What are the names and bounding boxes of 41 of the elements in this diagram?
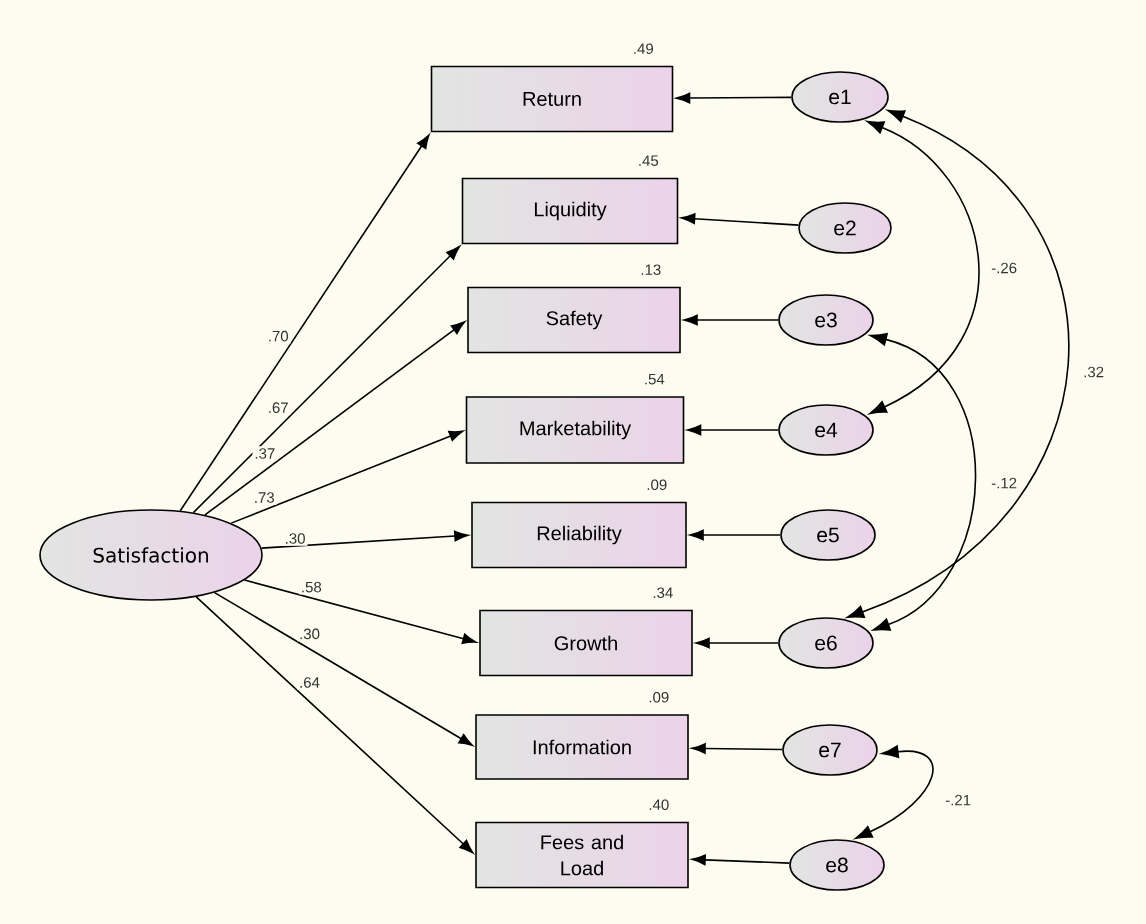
path-arrow (687, 424, 779, 436)
path-arrow (691, 743, 783, 754)
path-arrow (681, 213, 800, 226)
path-arrow (689, 529, 781, 541)
observed-variable-box: Growth (479, 609, 693, 677)
observed-variable-box: Safety (467, 286, 681, 354)
observed-variable-box: Return (430, 65, 674, 133)
path-arrow (676, 92, 792, 104)
path-arrow (243, 579, 477, 645)
path-arrow (204, 321, 466, 516)
edge-label: .30 (282, 531, 308, 546)
path-arrow (179, 134, 430, 512)
path-arrow (213, 591, 473, 747)
edge-label: .67 (265, 400, 291, 415)
observed-variable-box: Fees and Load (475, 821, 689, 889)
squared-correlation: .09 (647, 479, 667, 490)
observed-variable-box: Reliability (471, 501, 687, 569)
squared-correlation: .34 (653, 587, 673, 598)
covariance-arrow (866, 120, 980, 415)
observed-variable-box: Marketability (465, 396, 685, 464)
observed-variable-box: Information (475, 714, 689, 780)
path-arrow (691, 854, 791, 866)
squared-correlation: .45 (639, 155, 659, 166)
edge-label: .64 (297, 675, 322, 690)
path-arrow (683, 314, 779, 326)
squared-correlation: .09 (649, 691, 669, 703)
squared-correlation: .13 (641, 264, 661, 275)
squared-correlation: .54 (645, 373, 665, 385)
path-arrow (695, 637, 779, 649)
covariance-arrow (846, 109, 1069, 619)
covariance-arrow (855, 745, 934, 840)
squared-correlation: .40 (649, 799, 669, 810)
path-arrow (260, 530, 469, 549)
edge-label: .37 (252, 446, 278, 461)
path-arrow (230, 430, 464, 524)
covariance-arrow (869, 333, 977, 631)
squared-correlation: .49 (634, 43, 653, 54)
edge-label: .73 (251, 490, 277, 505)
path-arrow (195, 596, 474, 854)
path-arrow (192, 245, 461, 514)
observed-variable-box: Liquidity (461, 177, 679, 245)
